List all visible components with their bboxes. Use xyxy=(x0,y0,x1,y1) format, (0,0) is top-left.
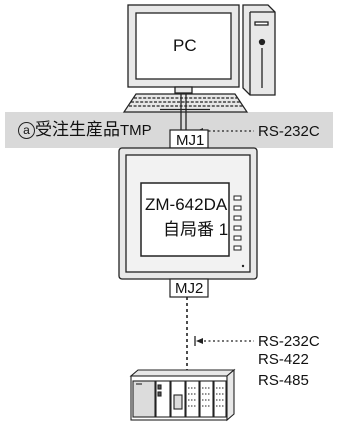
marker-a-icon: a xyxy=(18,122,35,139)
plc-icon xyxy=(131,370,234,420)
plc-signal-rs485: RS-485 xyxy=(258,373,309,388)
band-cable-main: 受注生産品 xyxy=(35,120,120,139)
band-cable-label: 受注生産品TMP xyxy=(35,121,152,138)
band-cable-sub: TMP xyxy=(120,122,152,139)
hmi-station-label: 自局番 1 xyxy=(163,221,228,238)
hmi-led-dot xyxy=(242,265,244,267)
mj1-label: MJ1 xyxy=(176,133,204,148)
hmi-model-label: ZM-642DA xyxy=(145,196,227,213)
plc-signal-rs422: RS-422 xyxy=(258,352,309,367)
pc-label: PC xyxy=(173,37,197,54)
band-signal-label: RS-232C xyxy=(258,124,320,139)
plc-signal-rs232c: RS-232C xyxy=(258,334,320,349)
plc-signal-arrow xyxy=(195,336,254,346)
mj2-label: MJ2 xyxy=(175,281,203,296)
pc-tower-icon xyxy=(243,5,275,95)
